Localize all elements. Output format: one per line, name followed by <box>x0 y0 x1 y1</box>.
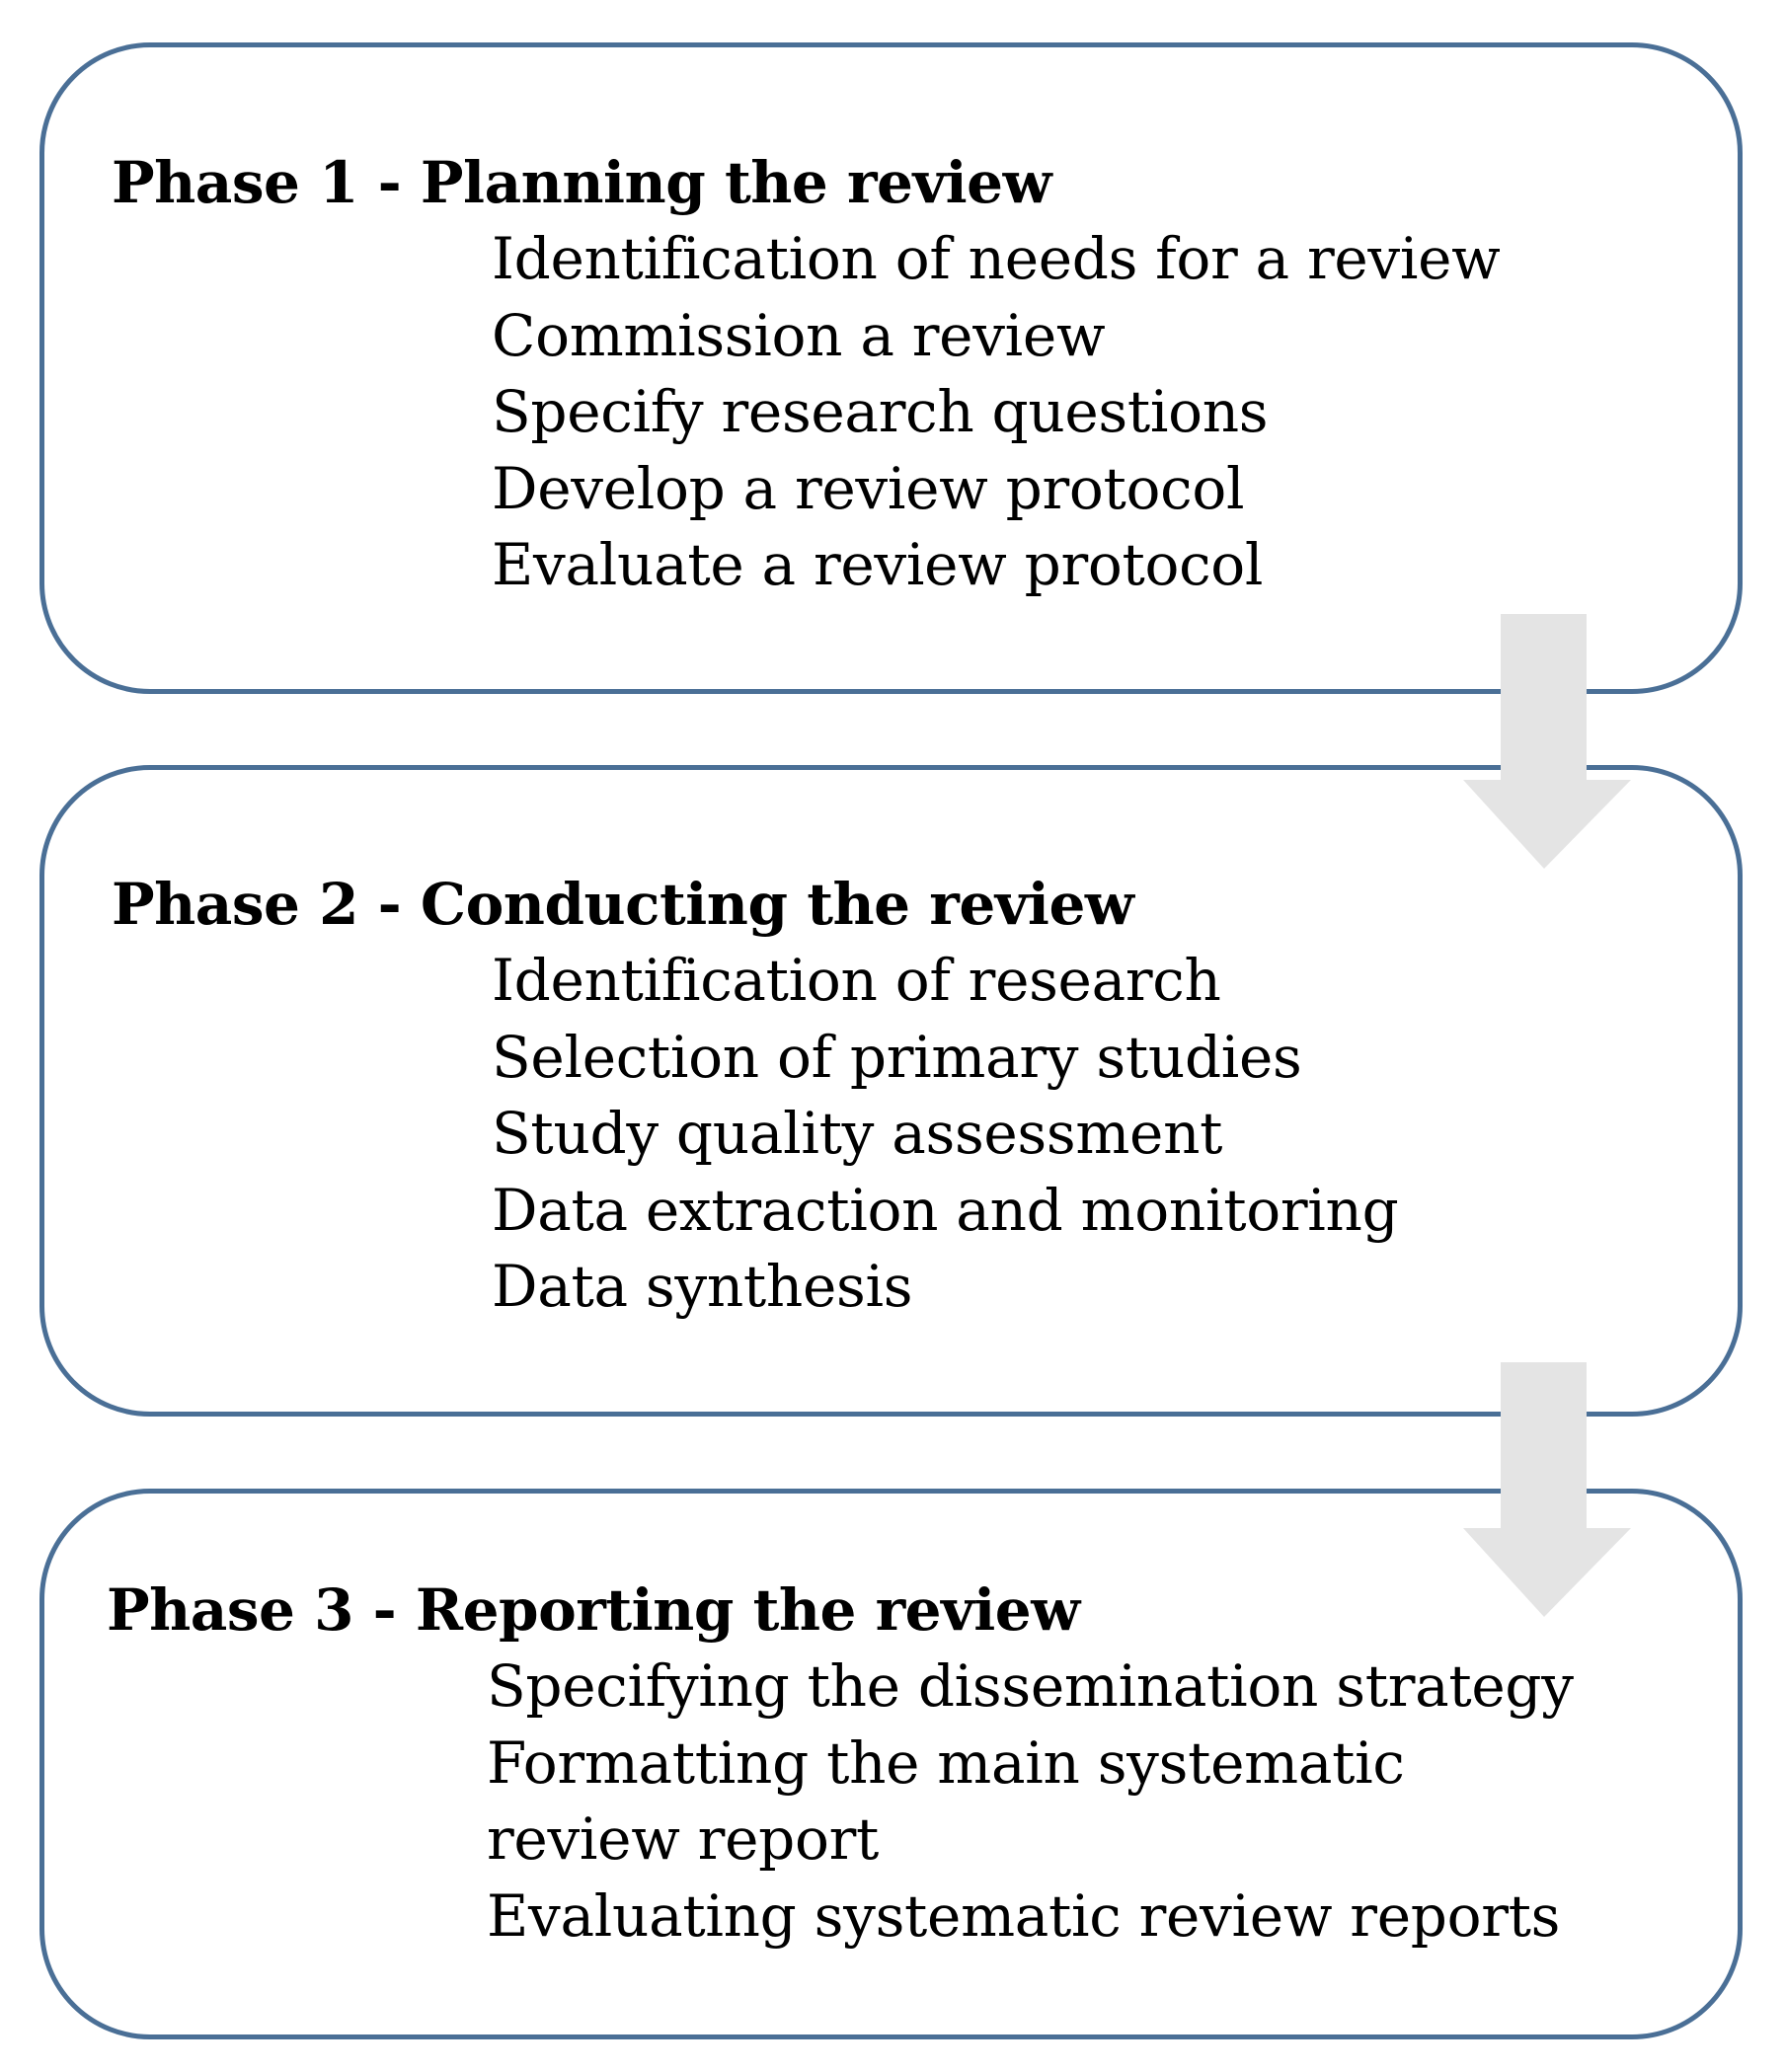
phase-1-step: Evaluate a review protocol <box>492 531 1264 598</box>
phase-1-step: Commission a review <box>492 301 1106 369</box>
phase-1-title: Phase 1 - Planning the review <box>112 149 1052 216</box>
phase-3-step: Specifying the dissemination strategy <box>487 1652 1574 1720</box>
phase-1-steps: Identification of needs for a review Com… <box>492 221 1501 604</box>
phase-1-step: Develop a review protocol <box>492 454 1245 522</box>
down-arrow-icon <box>1463 1362 1631 1617</box>
phase-1-box: Phase 1 - Planning the review Identifica… <box>39 42 1743 694</box>
phase-3-steps: Specifying the dissemination strategy Fo… <box>487 1649 1592 1955</box>
phase-3-step: Formatting the main systematic review re… <box>487 1728 1405 1874</box>
down-arrow-icon <box>1463 614 1631 869</box>
phase-2-steps: Identification of research Selection of … <box>492 943 1399 1326</box>
arrow-2-shape <box>1463 1362 1631 1617</box>
phase-2-step: Data synthesis <box>492 1253 913 1320</box>
phase-2-step: Data extraction and monitoring <box>492 1176 1399 1244</box>
phase-2-step: Study quality assessment <box>492 1100 1223 1167</box>
phase-2-title: Phase 2 - Conducting the review <box>112 871 1134 938</box>
phase-3-step: Evaluating systematic review reports <box>487 1881 1561 1950</box>
phase-2-step: Selection of primary studies <box>492 1023 1302 1091</box>
phase-1-step: Identification of needs for a review <box>492 225 1501 292</box>
phase-2-step: Identification of research <box>492 947 1221 1014</box>
phase-3-box: Phase 3 - Reporting the review Specifyin… <box>39 1489 1743 2039</box>
phase-3-title: Phase 3 - Reporting the review <box>107 1576 1080 1644</box>
phase-2-box: Phase 2 - Conducting the review Identifi… <box>39 765 1743 1417</box>
arrow-1-shape <box>1463 614 1631 869</box>
phase-1-step: Specify research questions <box>492 378 1269 445</box>
